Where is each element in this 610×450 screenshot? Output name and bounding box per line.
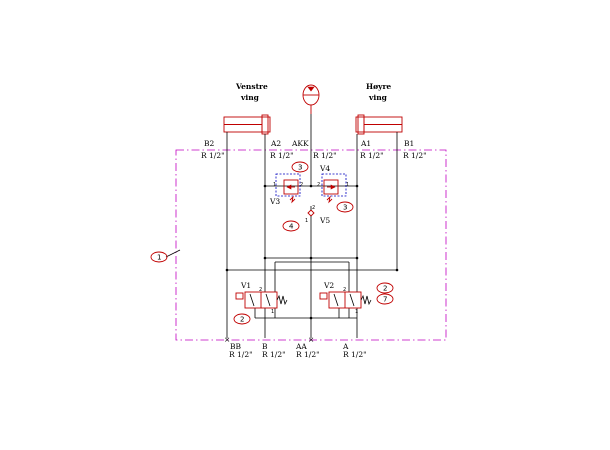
svg-text:3: 3 xyxy=(343,204,347,212)
label-r-b: R 1/2" xyxy=(262,350,286,359)
svg-text:3: 3 xyxy=(298,164,302,172)
label-b1: B1 xyxy=(404,139,414,148)
balloon-2a: 2 xyxy=(233,313,251,325)
svg-text:1: 1 xyxy=(355,309,358,315)
accumulator xyxy=(302,84,320,114)
svg-text:×: × xyxy=(308,335,314,344)
label-r-bb: R 1/2" xyxy=(229,350,253,359)
svg-text:2: 2 xyxy=(317,182,320,188)
svg-text:2: 2 xyxy=(383,285,387,293)
label-r-a: R 1/2" xyxy=(343,350,367,359)
svg-text:1: 1 xyxy=(346,182,349,188)
label-r-a2: R 1/2" xyxy=(270,151,294,160)
svg-text:1: 1 xyxy=(157,254,161,262)
balloon-4: 4 xyxy=(282,220,300,232)
svg-text:2: 2 xyxy=(259,287,262,293)
label-v1: V1 xyxy=(240,281,251,290)
pilot-check-valve-v3 xyxy=(275,173,301,204)
label-v4: V4 xyxy=(319,164,330,173)
right-cylinder xyxy=(355,114,403,135)
label-a1: A1 xyxy=(360,139,371,148)
svg-text:2: 2 xyxy=(312,205,315,211)
balloon-1: 1 xyxy=(150,249,181,263)
solenoid-valve-v1 xyxy=(235,291,288,309)
label-r-b1: R 1/2" xyxy=(403,151,427,160)
svg-text:2: 2 xyxy=(343,287,346,293)
svg-text:7: 7 xyxy=(383,296,387,304)
balloon-3b: 3 xyxy=(336,201,354,213)
label-a: A xyxy=(342,342,349,351)
label-a2: A2 xyxy=(270,139,281,148)
solenoid-valve-v2 xyxy=(319,291,372,309)
left-wing-label-2: ving xyxy=(240,93,260,102)
flow-lines: × × xyxy=(224,114,399,344)
label-r-a1: R 1/2" xyxy=(360,151,384,160)
balloon-7: 7 xyxy=(376,293,394,305)
label-r-aa: R 1/2" xyxy=(296,350,320,359)
svg-text:2: 2 xyxy=(240,316,244,324)
pilot-check-valve-v4 xyxy=(321,173,347,204)
left-cylinder xyxy=(223,114,271,135)
label-r-akk: R 1/2" xyxy=(313,151,337,160)
svg-text:1: 1 xyxy=(273,182,276,188)
label-aa: AA xyxy=(295,342,307,351)
right-wing-label-2: ving xyxy=(368,93,388,102)
label-bb: BB xyxy=(230,342,242,351)
label-b: B xyxy=(262,342,268,351)
svg-text:1: 1 xyxy=(305,218,308,224)
svg-text:×: × xyxy=(224,335,230,344)
check-valve-v5 xyxy=(307,206,315,220)
left-wing-label-1: Venstre xyxy=(235,82,268,91)
label-r-b2: R 1/2" xyxy=(201,151,225,160)
label-b2: B2 xyxy=(204,139,215,148)
svg-text:4: 4 xyxy=(289,223,294,231)
svg-text:1: 1 xyxy=(271,309,274,315)
label-v5: V5 xyxy=(319,216,330,225)
balloon-3a: 3 xyxy=(291,161,309,173)
balloon-2b: 2 xyxy=(376,282,394,294)
label-v2: V2 xyxy=(323,281,334,290)
label-akk: AKK xyxy=(291,139,309,148)
svg-text:2: 2 xyxy=(300,182,303,188)
label-v3: V3 xyxy=(269,197,280,206)
right-wing-label-1: Høyre xyxy=(366,82,391,91)
